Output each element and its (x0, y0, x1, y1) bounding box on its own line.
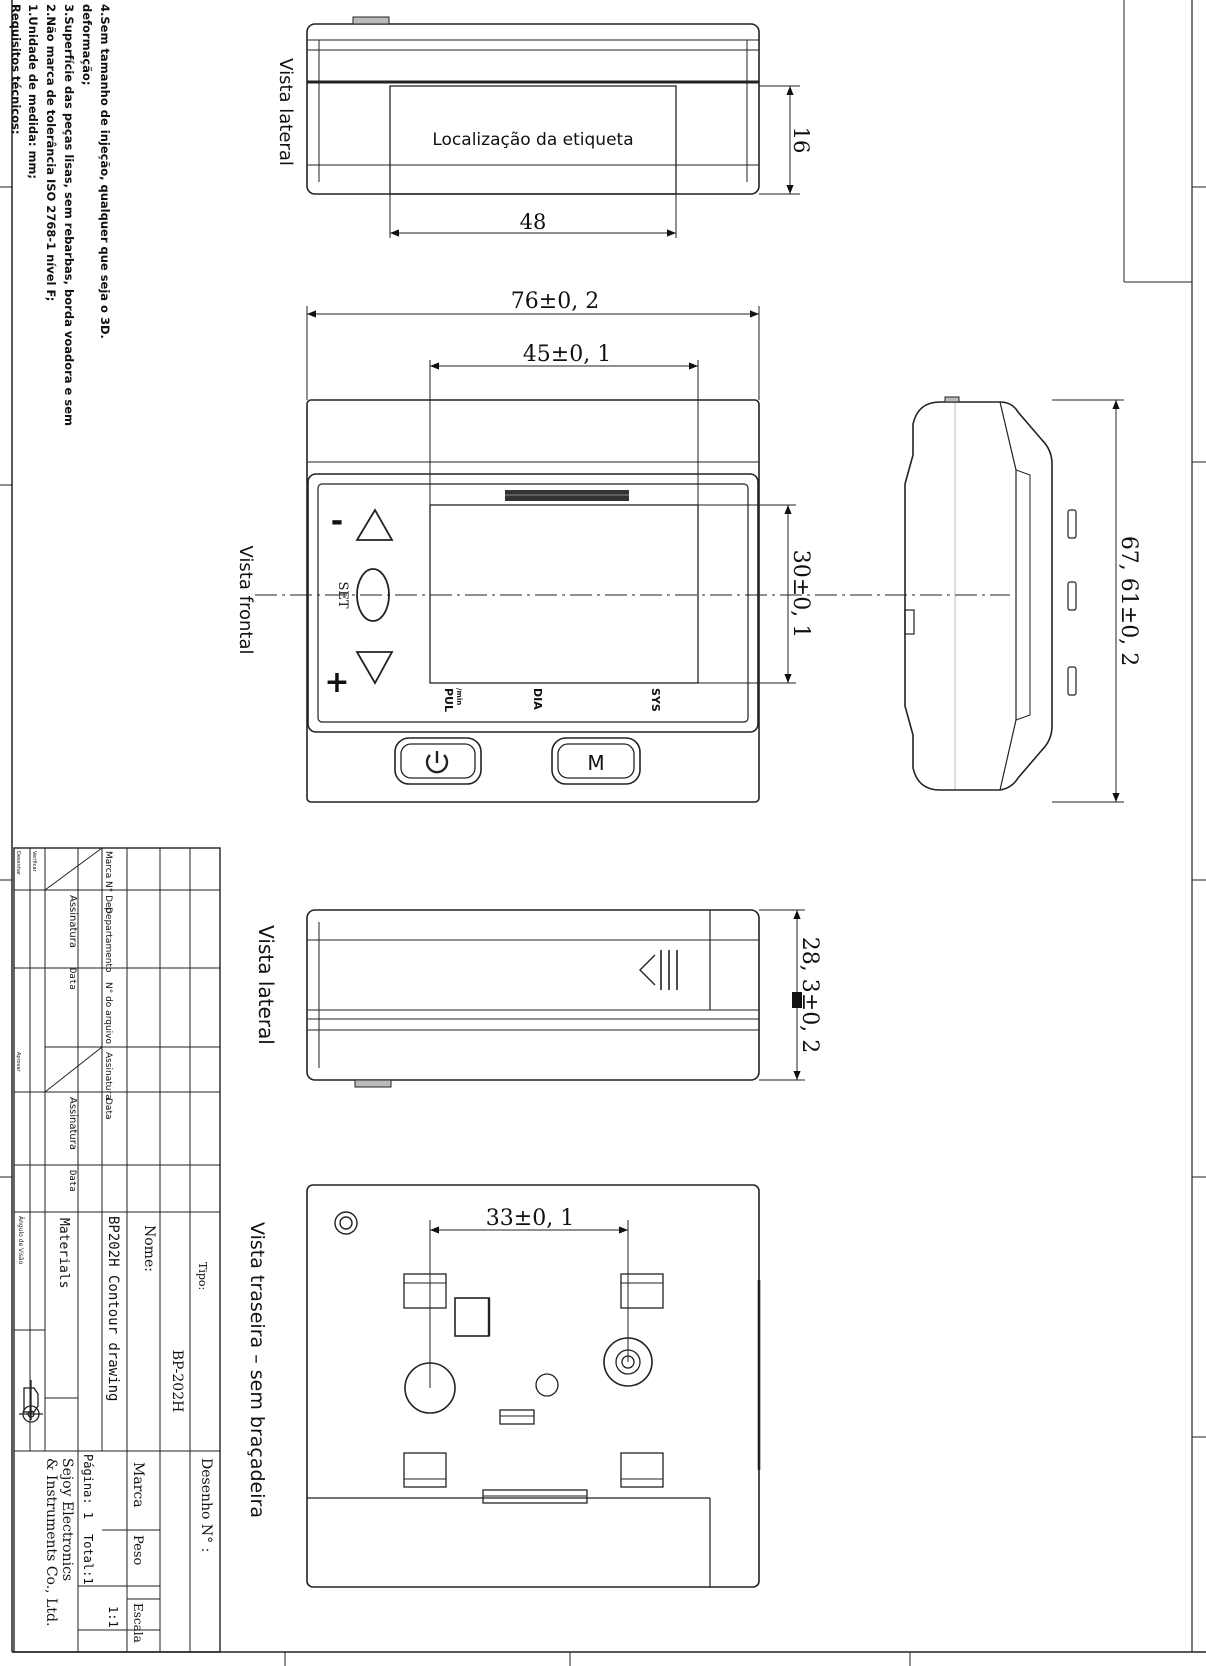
company-line-2: & Instruments Co., Ltd. (43, 1458, 59, 1626)
data-2: Data (67, 1170, 77, 1192)
tipo-value: BP-202H (169, 1350, 185, 1413)
side-view-top (306, 16, 800, 238)
end-profile-view (904, 396, 1124, 803)
nome-value: BP202H Contour drawing (105, 1216, 121, 1401)
technical-requirements: Requisitos técnicos: 1.Unidade de medida… (9, 4, 112, 426)
minus-symbol: - (331, 504, 343, 539)
requirement-5: 4.Sem tamanho de injeção, qualquer que s… (98, 4, 112, 339)
overall-height-dimension: 67, 61±0, 2 (1116, 536, 1141, 666)
dia-label: DIA (531, 688, 544, 710)
plus-symbol: + (324, 665, 349, 700)
label-height-dimension: 16 (789, 127, 813, 154)
marca-label: Marca (130, 1462, 146, 1508)
materials-label: Materials (56, 1218, 71, 1288)
front-view (306, 306, 796, 803)
title-block-text: Tipo: BP-202H Desenho N° : Nome: BP202H … (15, 851, 214, 1643)
peso-label: Peso (130, 1535, 145, 1566)
col-data-header: Data (103, 1098, 113, 1120)
overall-width-dimension: 76±0, 2 (511, 289, 599, 314)
requirement-2: 2.Não marca de tolerância ISO 2768-1 nív… (44, 4, 58, 301)
escala-label: Escala (131, 1603, 145, 1643)
data-1: Data (67, 968, 77, 990)
nome-label: Nome: (141, 1225, 157, 1272)
power-icon (425, 751, 449, 774)
title-block (13, 847, 221, 1653)
requirement-4: deformação; (80, 4, 94, 85)
display-height-dimension: 30±0, 1 (788, 550, 813, 638)
company-line-1: Sejoy Electronics (59, 1458, 75, 1581)
angulo-label: Ângulo de Visão (17, 1216, 24, 1265)
total-value: Total:1 (81, 1534, 95, 1585)
desenho-label: Desenho N° : (198, 1458, 214, 1552)
col-departamento-header: Departamento (103, 907, 113, 973)
assinatura-2: Assinatura (67, 1097, 78, 1150)
hole-spacing-dimension: 33±0, 1 (486, 1206, 574, 1231)
pul-label: PUL (442, 688, 455, 712)
col-assinatura-header: Assinatura (103, 1052, 113, 1100)
back-view (306, 1184, 761, 1588)
side-view-top-caption: Vista lateral (275, 58, 296, 166)
desenhar-label: Desenhar (15, 851, 21, 876)
assinatura-1: Assinatura (67, 895, 78, 948)
escala-value: 1:1 (106, 1606, 120, 1628)
col-no-dep-header: N° Dep (103, 881, 113, 914)
aprovar-label: Aprovar (15, 1052, 21, 1073)
col-marca-header: Marca (103, 851, 113, 878)
requirement-3: 3.Superfície das peças lisas, sem rebarb… (62, 4, 76, 426)
display-width-dimension: 45±0, 1 (523, 342, 611, 367)
pul-unit-label: /min (455, 688, 463, 705)
tipo-label: Tipo: (196, 1262, 209, 1290)
depth-dimension: 28, 3±0, 2 (797, 937, 822, 1053)
side-view-bottom (306, 909, 805, 1088)
side-view-bottom-caption: Vista lateral (254, 925, 278, 1045)
back-view-caption: Vista traseira – sem braçadeira (246, 1222, 268, 1518)
verificar-label: Verificar (31, 851, 37, 873)
pagina-value: Página: 1 (81, 1454, 95, 1519)
requirement-1: 1.Unidade de medida: mm; (26, 4, 40, 179)
projection-angle-icon (19, 1380, 43, 1423)
col-no-arquivo-header: N° do arquivo (103, 982, 113, 1044)
sys-label: SYS (649, 688, 662, 712)
front-view-caption: Vista frontal (235, 546, 256, 655)
label-location-text: Localização da etiqueta (432, 130, 633, 150)
requirements-heading: Requisitos técnicos: (9, 4, 23, 134)
label-width-dimension: 48 (520, 210, 547, 234)
memory-button[interactable]: M (587, 751, 604, 775)
